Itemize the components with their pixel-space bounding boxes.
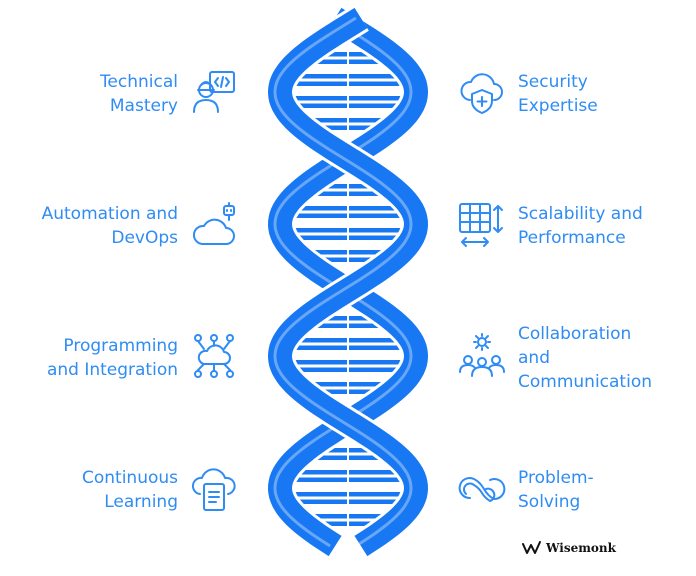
brand: Wisemonk — [522, 541, 616, 555]
label-collaboration-communication: Collaboration and Communication — [518, 324, 652, 392]
helix-strands — [264, 5, 432, 559]
label-security-expertise: Security Expertise — [518, 72, 598, 116]
helix-strand-highlight-0 — [273, 16, 413, 548]
cloud-document-icon — [190, 464, 238, 512]
developer-icon — [190, 68, 238, 116]
label-technical-mastery: Technical Mastery — [99, 72, 178, 116]
infinity-loop-icon — [458, 464, 506, 512]
helix-strand-1 — [267, 7, 429, 557]
label-continuous-learning: Continuous Learning — [81, 468, 178, 512]
grid-resize-icon — [458, 200, 506, 248]
label-problem-solving: Problem- Solving — [518, 468, 594, 512]
cloud-robot-icon — [190, 200, 238, 248]
team-gear-icon — [458, 332, 506, 380]
wisemonk-logo-icon — [522, 541, 541, 554]
label-scalability-performance: Scalability and Performance — [518, 204, 643, 248]
label-programming-integration: Programming and Integration — [46, 336, 178, 380]
cloud-shield-icon — [458, 68, 506, 116]
helix-strand-highlight-1 — [273, 16, 413, 548]
cloud-network-icon — [190, 332, 238, 380]
label-automation-devops: Automation and DevOps — [41, 204, 178, 248]
brand-name: Wisemonk — [546, 541, 616, 555]
